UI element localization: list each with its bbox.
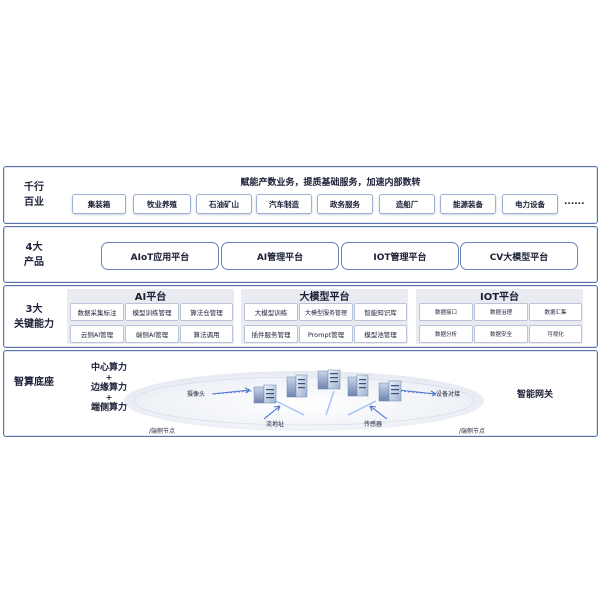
infrastructure-network-diagram	[124, 369, 484, 431]
industry-item: 石油矿山	[196, 194, 252, 214]
capability-cell: 插件服务管理	[244, 325, 298, 343]
infrastructure-layer: 智算底座	[3, 350, 598, 437]
arrow-camera	[211, 389, 251, 395]
industry-layer: 千行 百业 赋能产数业务，提质基础服务，加速内部数转 集装箱 牧业养殖 石油矿山…	[3, 166, 598, 224]
product-ai: AI管理平台	[221, 242, 339, 270]
industry-item: 造船厂	[379, 194, 435, 214]
device-label: 设备对接	[436, 391, 461, 398]
capability-cell: 算法调用	[180, 325, 233, 343]
capability-cell: 数据治理	[474, 303, 528, 321]
device-compute: 端侧算力	[90, 403, 127, 413]
industry-item: 能源装备	[440, 194, 496, 214]
edge-compute: 边缘算力	[90, 383, 127, 393]
plus-sign: +	[105, 393, 113, 402]
industry-item: 汽车制造	[256, 194, 312, 214]
capability-cell: 端侧AI管理	[125, 325, 179, 343]
capability-cell: 模型池管理	[354, 325, 407, 343]
capability-cell: 智能知识库	[354, 303, 407, 321]
capability-cell: 数据接口	[419, 303, 473, 321]
llm-platform-group: 大模型平台 大模型训练 大模型服务管理 智能知识库 插件服务管理 Prompt管…	[241, 289, 408, 344]
ai-platform-title: AI平台	[134, 292, 167, 303]
arrow-sensor	[369, 405, 388, 420]
compute-stack: 中心算力 + 边缘算力 + 端侧算力	[74, 363, 144, 413]
products-layer: 4大 产品 AIoT应用平台 AI管理平台 IOT管理平台 CV大模型平台	[3, 226, 598, 283]
capability-cell: 数据汇集	[529, 303, 582, 321]
industry-item: 牧业养殖	[133, 194, 191, 214]
iot-platform-title: IOT平台	[479, 292, 520, 303]
industry-item: 电力设备	[502, 194, 558, 214]
site-label: 流地址	[266, 421, 285, 428]
capability-cell: 数据采集标注	[70, 303, 124, 321]
industry-item: 政务服务	[317, 194, 373, 214]
industry-item: 集装箱	[72, 194, 126, 214]
capability-cell: 算法仓管理	[180, 303, 233, 321]
arrow-site	[263, 405, 281, 420]
capabilities-layer-label: 3大 关键能力	[14, 303, 54, 330]
industry-slogan: 赋能产数业务，提质基础服务，加速内部数转	[240, 178, 421, 188]
industry-layer-label: 千行 百业	[24, 182, 44, 208]
products-layer-label: 4大 产品	[24, 241, 44, 268]
arrow-device	[397, 389, 437, 395]
product-aiot: AIoT应用平台	[101, 242, 219, 270]
capability-cell: 数据安全	[474, 325, 528, 343]
capability-cell: 云侧AI管理	[70, 325, 124, 343]
camera-label: 摄像头	[187, 391, 206, 398]
capability-cell: Prompt管理	[299, 325, 353, 343]
edge-node-left-label: /端侧节点	[149, 428, 176, 435]
capability-cell: 数据分析	[419, 325, 473, 343]
infrastructure-layer-label: 智算底座	[14, 377, 54, 388]
iot-platform-group: IOT平台 数据接口 数据治理 数据汇集 数据分析 数据安全 可视化	[416, 289, 583, 344]
central-compute: 中心算力	[90, 363, 127, 373]
industry-ellipsis: ......	[564, 197, 585, 207]
smart-gateway-label: 智能网关	[517, 390, 554, 400]
capability-cell: 大模型服务管理	[299, 303, 353, 321]
plus-sign: +	[105, 373, 113, 382]
llm-platform-title: 大模型平台	[299, 292, 350, 303]
sensor-label: 传感器	[364, 421, 383, 428]
ai-platform-group: AI平台 数据采集标注 模型训练管理 算法仓管理 云侧AI管理 端侧AI管理 算…	[67, 289, 234, 344]
capabilities-layer: 3大 关键能力 AI平台 数据采集标注 模型训练管理 算法仓管理 云侧AI管理 …	[3, 285, 598, 348]
product-iot: IOT管理平台	[341, 242, 459, 270]
capability-cell: 模型训练管理	[125, 303, 179, 321]
capability-cell: 大模型训练	[244, 303, 298, 321]
capability-cell: 可视化	[529, 325, 582, 343]
product-cv: CV大模型平台	[460, 242, 578, 270]
edge-node-right-label: /端侧节点	[459, 428, 486, 435]
